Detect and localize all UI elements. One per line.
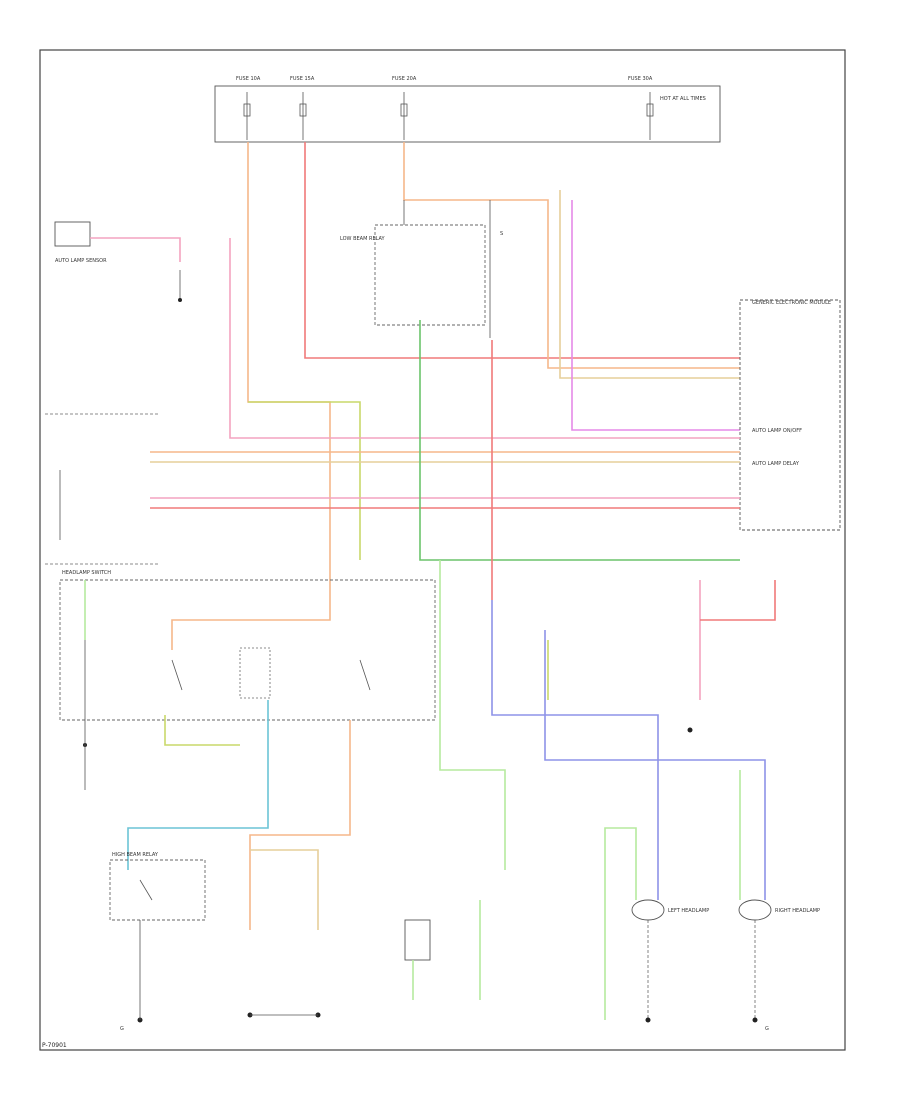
auto-lamp-on-off-label: AUTO LAMP ON/OFF	[752, 428, 802, 434]
wire-tan-lower	[250, 849, 319, 930]
gem-module	[739, 299, 841, 531]
wire-light-green-vert	[439, 560, 506, 870]
fuse-1-label: FUSE 10A	[236, 76, 261, 82]
wire-pink-sensor-bus	[229, 238, 740, 439]
ground-label-left: G	[120, 1026, 124, 1032]
left-headlamp	[631, 899, 665, 921]
wire-red-main	[304, 142, 740, 359]
wire-green-yellow	[248, 401, 361, 560]
wire-cyan	[127, 700, 269, 870]
wire-orange-lower	[249, 720, 351, 930]
wire-tan-left	[171, 142, 331, 650]
low-beam-relay	[374, 224, 486, 326]
wire-orange-mid	[403, 142, 740, 369]
low-beam-relay-label: LOW BEAM RELAY	[340, 236, 386, 242]
fuse-4-label: FUSE 30A	[628, 76, 653, 82]
fuse-panel	[214, 85, 721, 143]
gem-module-label: GENERIC ELECTRONIC MODULE	[752, 300, 831, 306]
wire-magenta	[571, 200, 740, 431]
left-headlamp-label: LEFT HEADLAMP	[668, 908, 709, 914]
high-beam-relay	[109, 859, 206, 921]
wire-light-green-right	[604, 827, 637, 1020]
relay-pin-label: S	[500, 231, 503, 237]
headlamp-switch	[59, 579, 436, 721]
auto-lamp-delay-label: AUTO LAMP DELAY	[752, 461, 800, 467]
fuse-3-label: FUSE 20A	[392, 76, 417, 82]
wire-tan-right	[559, 190, 740, 379]
ground-label-right: G	[765, 1026, 769, 1032]
headlamp-switch-label: HEADLAMP SWITCH	[62, 570, 111, 576]
diagram-frame	[39, 49, 846, 1051]
auto-lamp-sensor-label: AUTO LAMP SENSOR	[55, 258, 107, 264]
wire-green-yellow-lower	[164, 715, 240, 746]
right-headlamp	[738, 899, 772, 921]
switch-contacts	[84, 640, 371, 700]
wire-green-main	[419, 320, 740, 561]
hot-at-all-times-label: HOT AT ALL TIMES	[660, 96, 706, 102]
fuse-panel-fuses	[243, 92, 654, 140]
component-center	[404, 919, 431, 961]
wire-blue-left	[491, 600, 659, 900]
high-beam-relay-label: HIGH BEAM RELAY	[112, 852, 159, 858]
auto-lamp-sensor	[54, 221, 91, 247]
right-headlamp-label: RIGHT HEADLAMP	[775, 908, 820, 914]
fuse-2-label: FUSE 15A	[290, 76, 315, 82]
ground-points	[83, 727, 758, 1023]
wire-blue-right	[544, 630, 766, 900]
diagram-code: P-70901	[42, 1042, 67, 1049]
wire-pink-sensor	[90, 237, 181, 262]
wire-red-cluster	[700, 580, 776, 621]
